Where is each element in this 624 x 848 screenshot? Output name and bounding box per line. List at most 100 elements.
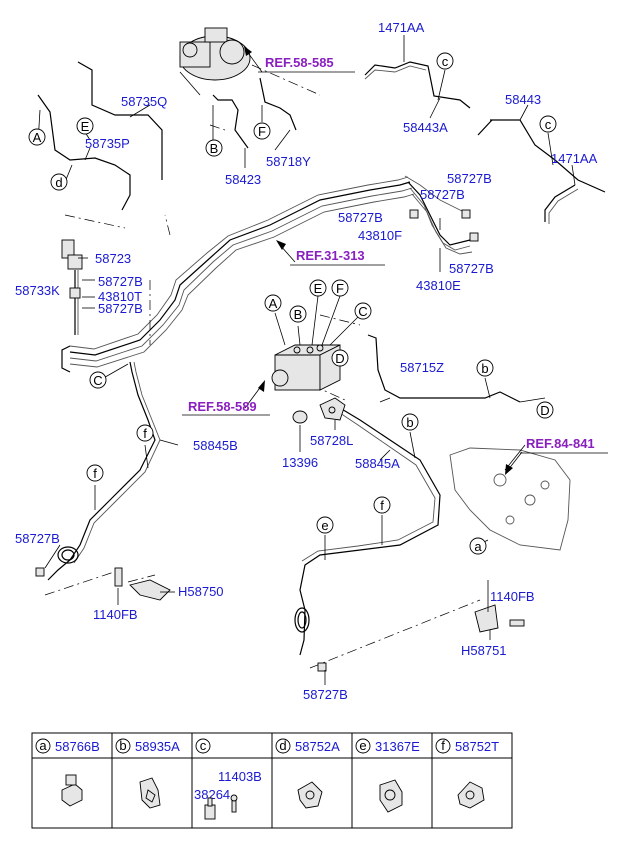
clip-callout-f <box>136 424 154 442</box>
part-label: 43810E <box>416 278 461 293</box>
part-label: H58750 <box>178 584 224 599</box>
callout-letter: B <box>294 307 303 322</box>
callout-letter: d <box>55 175 62 190</box>
coil-58845A-inner <box>297 611 307 629</box>
hose-1471AA-b2 <box>548 188 579 224</box>
callout-letter: C <box>358 304 367 319</box>
coil-58845B <box>57 546 79 564</box>
legend-letter: d <box>279 738 286 753</box>
part-label: 1140FB <box>490 589 535 604</box>
dash-2 <box>164 214 171 236</box>
part-label: 58423 <box>225 172 261 187</box>
callout-letter: C <box>93 373 102 388</box>
callout-letter: f <box>143 426 147 441</box>
legend-circle-e <box>355 738 371 754</box>
main-brake-pipe <box>69 181 411 356</box>
callout-letter: f <box>380 498 384 513</box>
pipe-58443-b <box>477 119 493 136</box>
part-label: H58751 <box>461 643 507 658</box>
ref-58-585[interactable]: REF.58-585 <box>265 55 334 70</box>
pipe-58423 <box>212 94 249 149</box>
ref-labels: REF.58-585 REF.31-313 REF.58-589 REF.84-… <box>182 55 608 454</box>
ref-84-841[interactable]: REF.84-841 <box>526 436 595 451</box>
dash-8 <box>309 599 481 669</box>
junction-58723 <box>61 239 83 335</box>
pipe-58735Q <box>77 61 163 180</box>
main-brake-pipe-4 <box>69 176 409 350</box>
part-label: 58443A <box>403 120 448 135</box>
part-label: 58727B <box>338 210 383 225</box>
clip-callout-b2 <box>401 413 419 431</box>
callout-letter: F <box>336 281 344 296</box>
part-label: 58727B <box>303 687 348 702</box>
bracket-H58750 <box>114 567 171 601</box>
legend-letter: a <box>39 738 47 753</box>
legend-letter: c <box>200 738 207 753</box>
clip-callout-c <box>436 52 454 70</box>
callout-letter: c <box>442 54 449 69</box>
callout-letter: E <box>81 119 90 134</box>
legend-part: 31367E <box>375 739 420 754</box>
dash-4 <box>251 64 321 96</box>
legend-subpart: 11403B <box>218 769 262 784</box>
master-cylinder <box>179 27 251 96</box>
grommet-13396 <box>292 410 308 424</box>
part-label: 58735P <box>85 136 130 151</box>
callout-letter: f <box>93 466 97 481</box>
legend-letter: b <box>119 738 126 753</box>
callout-circle-E <box>76 117 94 135</box>
part-label: 13396 <box>282 455 318 470</box>
clip-f-image <box>457 781 485 809</box>
part-label: 1140FB <box>93 607 138 622</box>
front-pipe-1 <box>407 181 471 246</box>
part-label: 58735Q <box>121 94 167 109</box>
callout-letter: a <box>474 539 482 554</box>
legend-circle-b <box>115 738 131 754</box>
clip-e-image <box>379 779 403 813</box>
ref-58-589[interactable]: REF.58-589 <box>188 399 257 414</box>
bracket-H58751 <box>474 604 525 633</box>
part-label: 58727B <box>447 171 492 186</box>
clip-2 <box>461 209 471 219</box>
part-label: 1471AA <box>551 151 598 166</box>
part-label: 58723 <box>95 251 131 266</box>
part-label: 58727B <box>420 187 465 202</box>
callout-circle-E2 <box>309 279 327 297</box>
callout-circles: A E B F A B E F C D C D <box>28 117 554 419</box>
bracket-58728L <box>319 397 346 421</box>
part-label: 58727B <box>15 531 60 546</box>
part-label: 58718Y <box>266 154 311 169</box>
clip-1 <box>409 209 419 219</box>
legend-circle-c <box>195 738 211 754</box>
ref-31-313[interactable]: REF.31-313 <box>296 248 365 263</box>
callout-circle-B2 <box>289 305 307 323</box>
hose-1471AA <box>364 61 471 109</box>
clip-3 <box>469 232 479 242</box>
clip-callout-c2 <box>539 115 557 133</box>
clip-callout-b <box>476 359 494 377</box>
legend-circle-a <box>35 738 51 754</box>
legend-letter: f <box>441 738 445 753</box>
callout-circle-C2 <box>354 302 372 320</box>
part-label: 58715Z <box>400 360 444 375</box>
callout-circle-C <box>89 371 107 389</box>
clip-callout-f3 <box>373 496 391 514</box>
clip-b-image <box>139 777 161 809</box>
callout-letter: b <box>481 361 488 376</box>
callout-circle-D <box>536 401 554 419</box>
clip-callout-f2 <box>86 464 104 482</box>
part-label: 58727B <box>449 261 494 276</box>
callout-circle-A <box>28 128 46 146</box>
clip-callouts: c c d b b f f f e a <box>50 52 557 555</box>
clip-d-image <box>297 781 323 809</box>
part-label: 58733K <box>15 283 60 298</box>
legend-part: 58766B <box>55 739 100 754</box>
part-label: 58845A <box>355 456 400 471</box>
legend-letter: e <box>359 738 366 753</box>
callout-letter: A <box>269 296 278 311</box>
pipe-58443 <box>490 119 606 193</box>
callout-circle-D2 <box>331 349 349 367</box>
dash-1 <box>64 214 126 229</box>
legend-part: 58935A <box>135 739 180 754</box>
legend-circle-f <box>435 738 451 754</box>
